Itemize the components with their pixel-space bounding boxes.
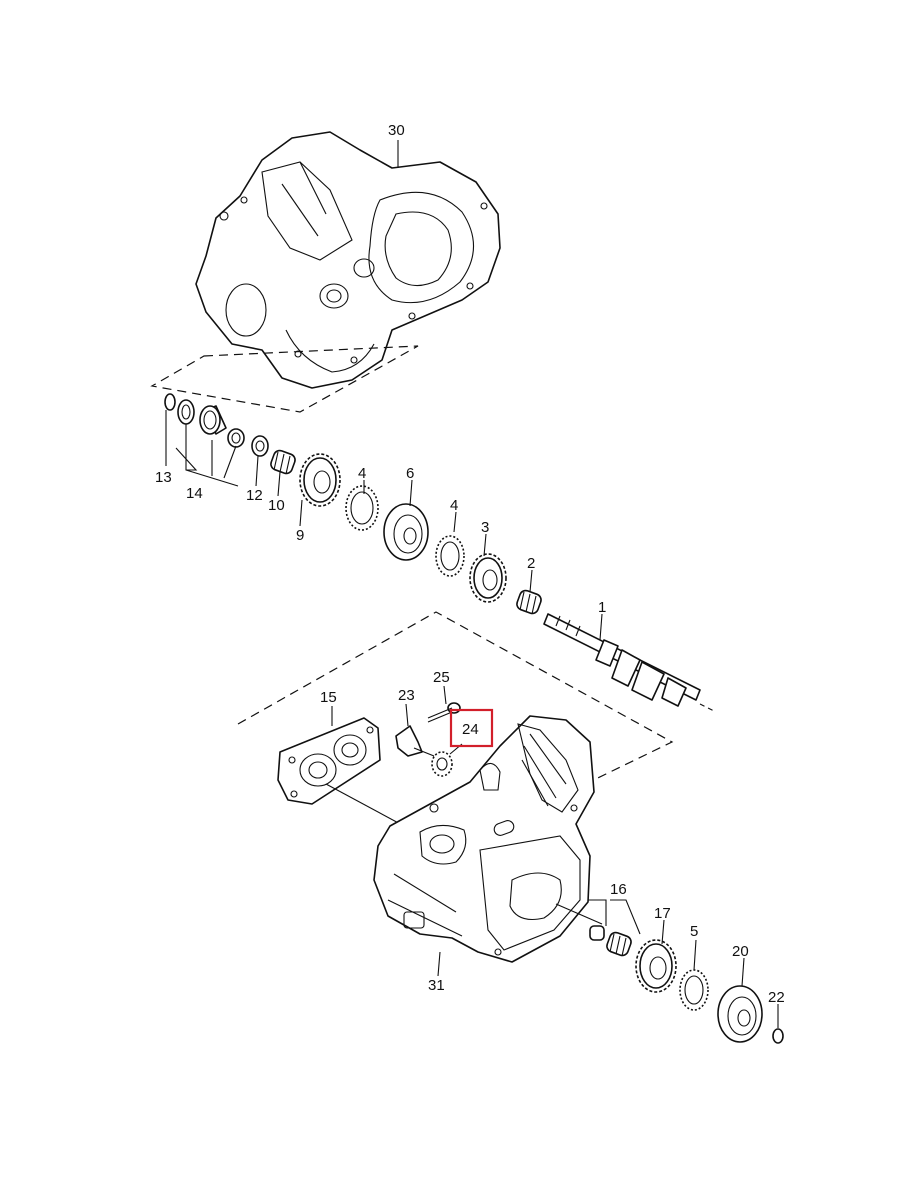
leaders-main-shaft — [165, 410, 603, 641]
callout-4-upper[interactable]: 4 — [358, 465, 366, 482]
callout-6[interactable]: 6 — [406, 465, 414, 482]
part-24-gear[interactable] — [431, 751, 453, 777]
callout-5[interactable]: 5 — [690, 923, 698, 940]
part-6-synchro-hub[interactable] — [383, 503, 429, 561]
highlight-box-24 — [449, 708, 494, 748]
callout-16[interactable]: 16 — [610, 881, 627, 898]
housing-lower[interactable] — [373, 715, 595, 963]
callout-20[interactable]: 20 — [732, 943, 749, 960]
part-16-needle-bearing-set[interactable] — [589, 925, 633, 957]
part-10-needle-bearing[interactable] — [269, 449, 297, 475]
part-4-synchro-ring-a[interactable] — [345, 485, 379, 531]
callout-2[interactable]: 2 — [527, 555, 535, 572]
callout-22[interactable]: 22 — [768, 989, 785, 1006]
part-3-gear[interactable] — [469, 553, 507, 603]
callout-24[interactable]: 24 — [462, 721, 479, 738]
callout-13[interactable]: 13 — [155, 469, 172, 486]
leader-25 — [443, 685, 447, 705]
callout-23[interactable]: 23 — [398, 687, 415, 704]
part-12-washer[interactable] — [251, 435, 269, 457]
callout-25[interactable]: 25 — [433, 669, 450, 686]
callout-12[interactable]: 12 — [246, 487, 263, 504]
leader-15-assy — [325, 783, 405, 827]
leader-assy-lower — [555, 903, 603, 925]
callout-1[interactable]: 1 — [598, 599, 606, 616]
part-9-gear[interactable] — [299, 453, 341, 507]
housing-upper[interactable] — [195, 131, 501, 389]
dashed-boundary-upper — [150, 345, 419, 413]
leader-31 — [437, 951, 441, 977]
part-13-circlip[interactable] — [164, 393, 176, 411]
part-1-main-shaft[interactable] — [543, 613, 701, 707]
callout-17[interactable]: 17 — [654, 905, 671, 922]
leader-23 — [405, 703, 409, 727]
callout-10[interactable]: 10 — [268, 497, 285, 514]
callout-3[interactable]: 3 — [481, 519, 489, 536]
part-14-bearing-set[interactable] — [177, 399, 245, 448]
part-15-cover-plate[interactable] — [277, 717, 381, 805]
part-5-synchro-ring[interactable] — [679, 969, 709, 1011]
callout-4-lower[interactable]: 4 — [450, 497, 458, 514]
callout-31[interactable]: 31 — [428, 977, 445, 994]
part-23-pin[interactable] — [395, 725, 435, 757]
part-22-circlip[interactable] — [772, 1028, 784, 1044]
part-17-gear[interactable] — [635, 939, 677, 993]
part-2-needle-bearing[interactable] — [515, 589, 543, 615]
part-20-synchro-hub[interactable] — [717, 985, 763, 1043]
part-4-synchro-ring-b[interactable] — [435, 535, 465, 577]
callout-9[interactable]: 9 — [296, 527, 304, 544]
callout-30[interactable]: 30 — [388, 122, 405, 139]
leaders-lower-shaft — [588, 899, 779, 1028]
shaft-centerline — [699, 703, 717, 713]
part-25-bolt[interactable] — [427, 702, 461, 723]
callout-15[interactable]: 15 — [320, 689, 337, 706]
callout-14[interactable]: 14 — [186, 485, 203, 502]
